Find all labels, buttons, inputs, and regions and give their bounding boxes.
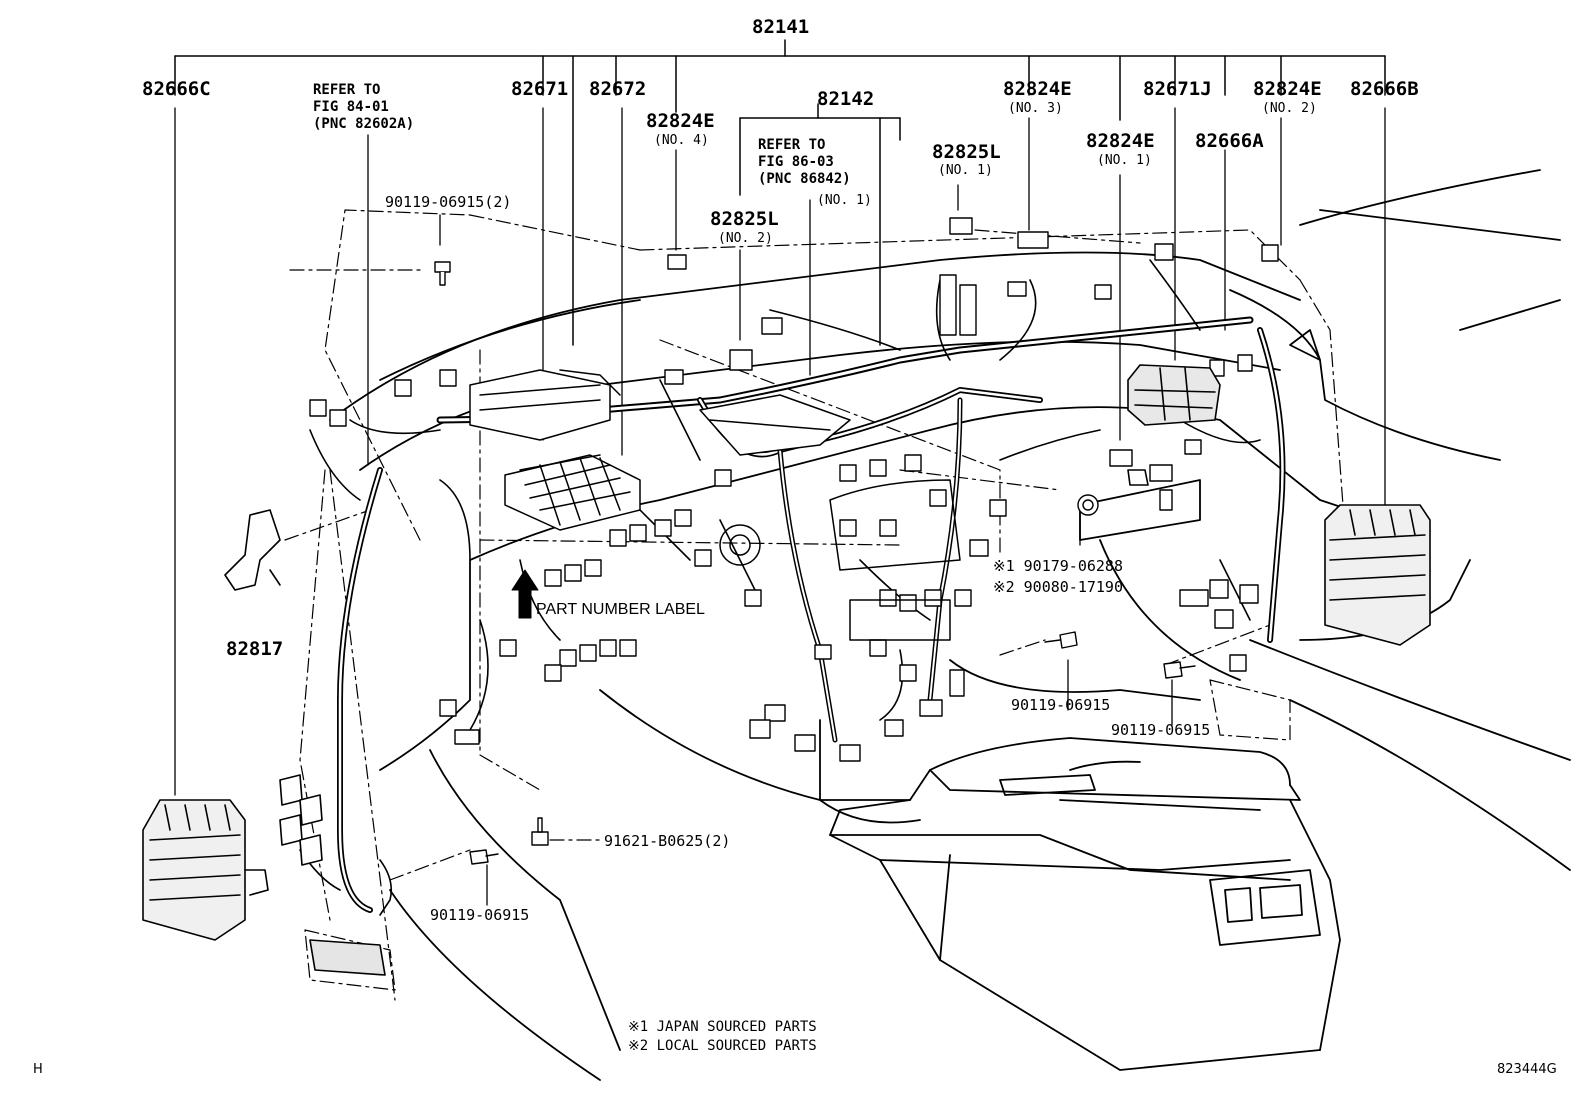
refer-center-line2: FIG 86-03 — [758, 154, 834, 170]
connectors — [309, 217, 1279, 762]
part-label-82825l-no2: 82825L — [710, 208, 779, 230]
part-number-bolt-center-right: 90119-06915 — [1011, 696, 1111, 714]
part-label-82666c: 82666C — [142, 78, 211, 100]
note-no1-clamp: (NO. 1) — [1097, 153, 1152, 168]
part-number-nut-japan: ※1 90179-06288 — [993, 557, 1123, 575]
part-label-82671: 82671 — [511, 78, 569, 100]
wire-branches — [299, 259, 1261, 891]
reference-lines — [284, 209, 1351, 1001]
refer-note-center: REFER TO FIG 86-03 (PNC 86842) — [758, 137, 851, 188]
refer-center-line3: (PNC 86842) — [758, 171, 851, 187]
part-number-label-callout: PART NUMBER LABEL — [536, 601, 705, 618]
footnote-japan: ※1 JAPAN SOURCED PARTS — [628, 1019, 817, 1035]
part-label-82142: 82142 — [817, 88, 875, 110]
part-number-arrow-icon — [511, 569, 539, 619]
relay-block — [469, 369, 641, 531]
center-display-mount — [699, 394, 961, 641]
note-no3: (NO. 3) — [1008, 101, 1063, 116]
note-no2-protector: (NO. 2) — [718, 231, 773, 246]
part-label-82672: 82672 — [589, 78, 647, 100]
refer-center-line1: REFER TO — [758, 137, 826, 153]
part-label-82817: 82817 — [226, 638, 284, 660]
part-label-82666b: 82666B — [1350, 78, 1419, 100]
figure-code: 823444G — [1497, 1062, 1557, 1077]
left-junction-block — [142, 774, 393, 976]
note-no1-protector: (NO. 1) — [938, 163, 993, 178]
bolts — [434, 261, 1196, 865]
leader-lines-top — [174, 39, 1386, 346]
part-label-82825l-no1: 82825L — [932, 141, 1001, 163]
refer-left-line2: FIG 84-01 — [313, 99, 389, 115]
part-number-bolt-center: 91621-B0625(2) — [604, 832, 731, 850]
relay-block-right — [1127, 364, 1221, 486]
note-no1-refer: (NO. 1) — [817, 193, 872, 208]
right-junction-block — [1324, 504, 1431, 646]
footnote-local: ※2 LOCAL SOURCED PARTS — [628, 1038, 817, 1054]
part-label-82824e-no4: 82824E — [646, 110, 715, 132]
part-label-82666a: 82666A — [1195, 130, 1264, 152]
note-no2-clamp: (NO. 2) — [1262, 101, 1317, 116]
part-label-82824e-no1: 82824E — [1086, 130, 1155, 152]
refer-left-line1: REFER TO — [313, 82, 381, 98]
refer-left-line3: (PNC 82602A) — [313, 116, 415, 132]
part-number-nut-local: ※2 90080-17190 — [993, 578, 1123, 596]
leader-lines-vertical — [174, 107, 1386, 906]
footnotes: ※1 JAPAN SOURCED PARTS ※2 LOCAL SOURCED … — [628, 1018, 817, 1056]
refer-note-left: REFER TO FIG 84-01 (PNC 82602A) — [313, 82, 414, 133]
center-console — [829, 737, 1341, 1071]
part-label-82824e-no3: 82824E — [1003, 78, 1072, 100]
bracket-82817 — [224, 509, 281, 591]
part-label-82824e-no2: 82824E — [1253, 78, 1322, 100]
part-label-82671j: 82671J — [1143, 78, 1212, 100]
note-no4: (NO. 4) — [654, 133, 709, 148]
part-label-82141: 82141 — [752, 16, 810, 38]
part-number-bolt-right: 90119-06915 — [1111, 721, 1211, 739]
part-number-bolt-top: 90119-06915(2) — [385, 193, 512, 211]
part-number-bolt-left: 90119-06915 — [430, 906, 530, 924]
corner-mark: H — [33, 1062, 43, 1077]
